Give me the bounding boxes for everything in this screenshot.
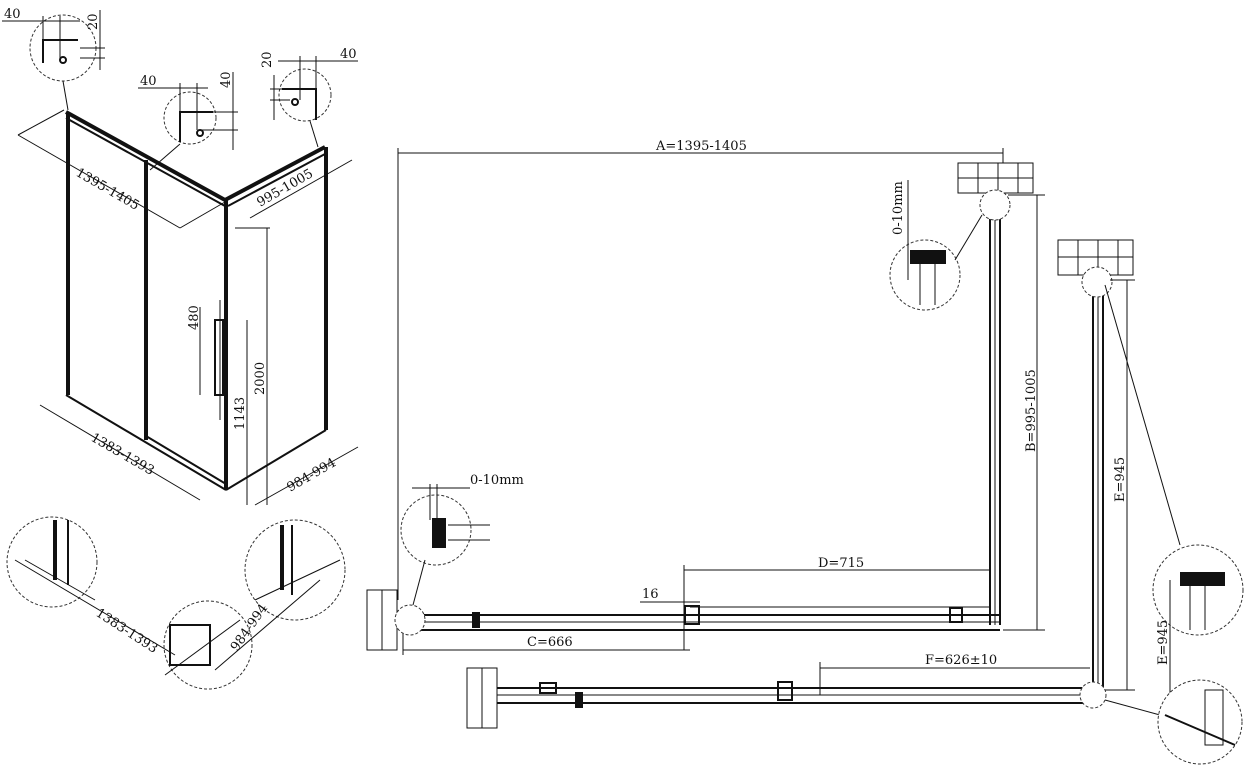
plan-1-drawing	[366, 148, 1045, 655]
detail-middle	[138, 72, 238, 171]
handle-height-dimension: 1143	[233, 397, 248, 430]
dimension-c: C=666	[527, 635, 573, 650]
top-adjust-label: 0-10mm	[891, 181, 906, 235]
detail-left-width-label: 40	[4, 7, 21, 22]
top-short-dimension: 995-1005	[255, 166, 316, 210]
bottom-detail-long-dimension: 1383-1393	[93, 606, 160, 657]
detail-dimension-e: E=945	[1156, 620, 1171, 665]
detail-right-offset-label: 20	[260, 51, 275, 68]
bottom-short-dimension: 984-994	[285, 455, 339, 495]
detail-right-width-label: 40	[340, 47, 357, 62]
dimension-f: F=626±10	[925, 653, 997, 668]
dimension-d: D=715	[818, 556, 864, 571]
dimension-e: E=945	[1113, 457, 1128, 502]
overlap-dimension: 16	[642, 587, 659, 602]
detail-left	[2, 10, 105, 111]
detail-middle-offset-label: 40	[219, 71, 234, 88]
height-dimension: 2000	[253, 362, 268, 395]
plan-2-drawing	[466, 239, 1244, 765]
detail-left-offset-label: 20	[86, 13, 101, 30]
iso-frame	[65, 110, 328, 491]
bottom-detail-circles	[6, 516, 346, 690]
detail-middle-width-label: 40	[140, 74, 157, 89]
bottom-adjust-label: 0-10mm	[470, 473, 524, 488]
top-long-dimension: 1395-1405	[73, 165, 142, 213]
detail-right	[270, 56, 358, 148]
dimension-a: A=1395-1405	[655, 139, 747, 154]
iso-dimension-lines	[17, 109, 359, 506]
dimension-b: B=995-1005	[1024, 369, 1039, 452]
handle-length-dimension: 480	[187, 305, 202, 330]
